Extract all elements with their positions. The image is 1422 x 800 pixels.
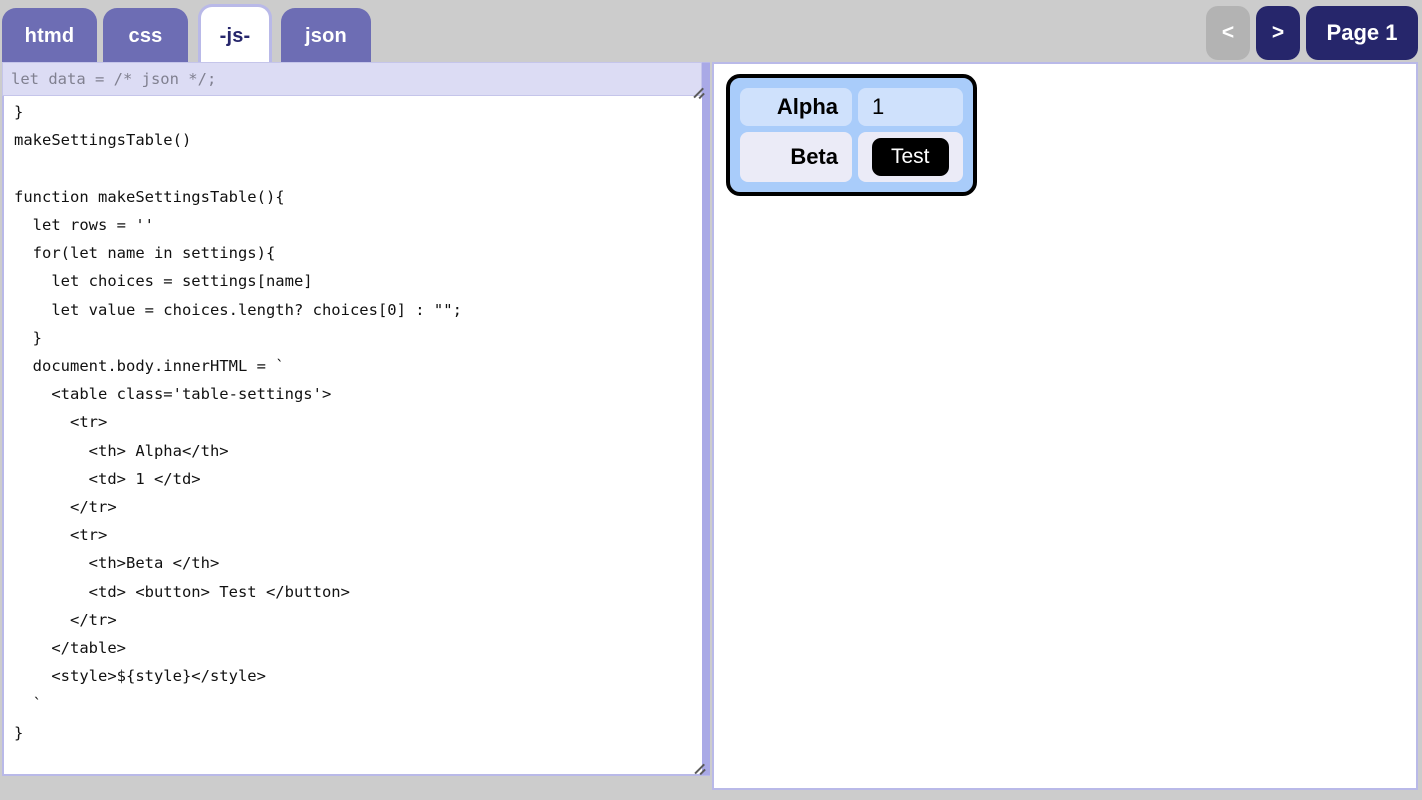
tab-htmd[interactable]: htmd xyxy=(2,8,97,64)
resize-grip-icon-placeholder[interactable] xyxy=(691,83,705,97)
pager: < > Page 1 xyxy=(1206,6,1418,60)
tab-json-label: json xyxy=(305,24,347,47)
settings-row-name-alpha: Alpha xyxy=(740,88,852,126)
tab-css[interactable]: css xyxy=(103,8,188,64)
tab-htmd-label: htmd xyxy=(24,24,75,47)
code-editor-pane[interactable] xyxy=(2,62,710,776)
settings-row-name-beta: Beta xyxy=(740,132,852,182)
settings-table: Alpha 1 Beta Test xyxy=(726,74,977,196)
tab-css-label: css xyxy=(128,24,163,47)
tab-json[interactable]: json xyxy=(281,8,371,64)
resize-grip-icon-editor[interactable] xyxy=(692,759,706,773)
prev-page-button[interactable]: < xyxy=(1206,6,1250,60)
table-row: Beta Test xyxy=(740,132,963,182)
page-indicator-button[interactable]: Page 1 xyxy=(1306,6,1418,60)
settings-row-value-alpha: 1 xyxy=(858,88,963,126)
editor-scrollbar-thumb[interactable] xyxy=(702,63,710,775)
code-editor-textarea[interactable] xyxy=(4,64,708,774)
next-page-label: > xyxy=(1271,21,1285,44)
tab-js-label: -js- xyxy=(219,25,251,47)
preview-pane: Alpha 1 Beta Test xyxy=(712,62,1418,790)
prev-page-label: < xyxy=(1221,21,1235,44)
settings-row-value-beta: Test xyxy=(858,132,963,182)
tab-js[interactable]: -js- xyxy=(198,4,272,66)
editor-placeholder-banner[interactable]: let data = /* json */; xyxy=(2,62,702,96)
table-row: Alpha 1 xyxy=(740,88,963,126)
tab-bar: htmd css -js- json < > Page 1 xyxy=(0,0,1422,66)
page-indicator-label: Page 1 xyxy=(1326,20,1398,45)
next-page-button[interactable]: > xyxy=(1256,6,1300,60)
test-button[interactable]: Test xyxy=(872,138,949,176)
